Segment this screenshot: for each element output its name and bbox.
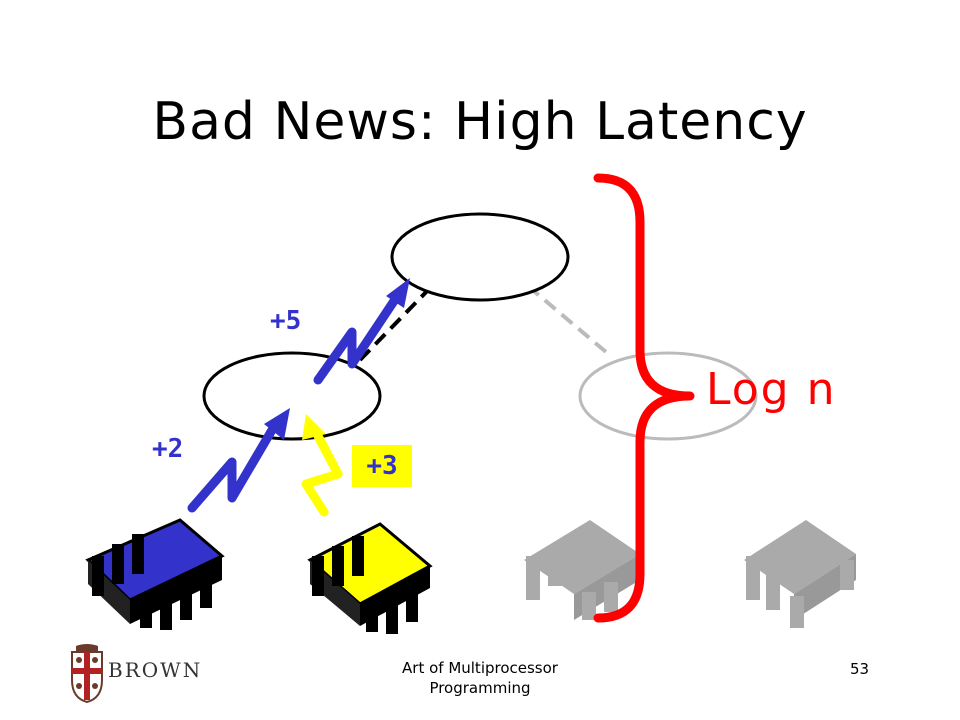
blue-thread-arrow-upper bbox=[313, 278, 410, 385]
inactive-processor-chip-2 bbox=[744, 520, 856, 628]
root-node bbox=[390, 212, 570, 302]
brown-logo-text: BROWN bbox=[108, 658, 203, 682]
footer-course-title: Art of Multiprocessor Programming bbox=[402, 659, 558, 697]
left-increment-label: +2 bbox=[152, 434, 184, 464]
inactive-processor-chip-1 bbox=[524, 520, 640, 620]
slide-title: Bad News: High Latency bbox=[152, 92, 808, 152]
page-number: 53 bbox=[850, 660, 870, 678]
brown-shield-logo bbox=[71, 644, 103, 704]
top-increment-label: +5 bbox=[270, 306, 302, 336]
depth-brace bbox=[593, 173, 695, 623]
edge-right-to-root-inactive bbox=[526, 284, 608, 354]
yellow-processor-chip bbox=[307, 522, 433, 634]
edge-left-to-root bbox=[358, 284, 434, 362]
blue-processor-chip bbox=[85, 518, 225, 630]
right-increment-label: +3 bbox=[352, 445, 412, 487]
blue-thread-arrow-lower bbox=[187, 408, 290, 513]
left-node bbox=[202, 351, 382, 441]
yellow-thread-arrow bbox=[301, 414, 343, 517]
depth-label: Log n bbox=[706, 364, 837, 415]
